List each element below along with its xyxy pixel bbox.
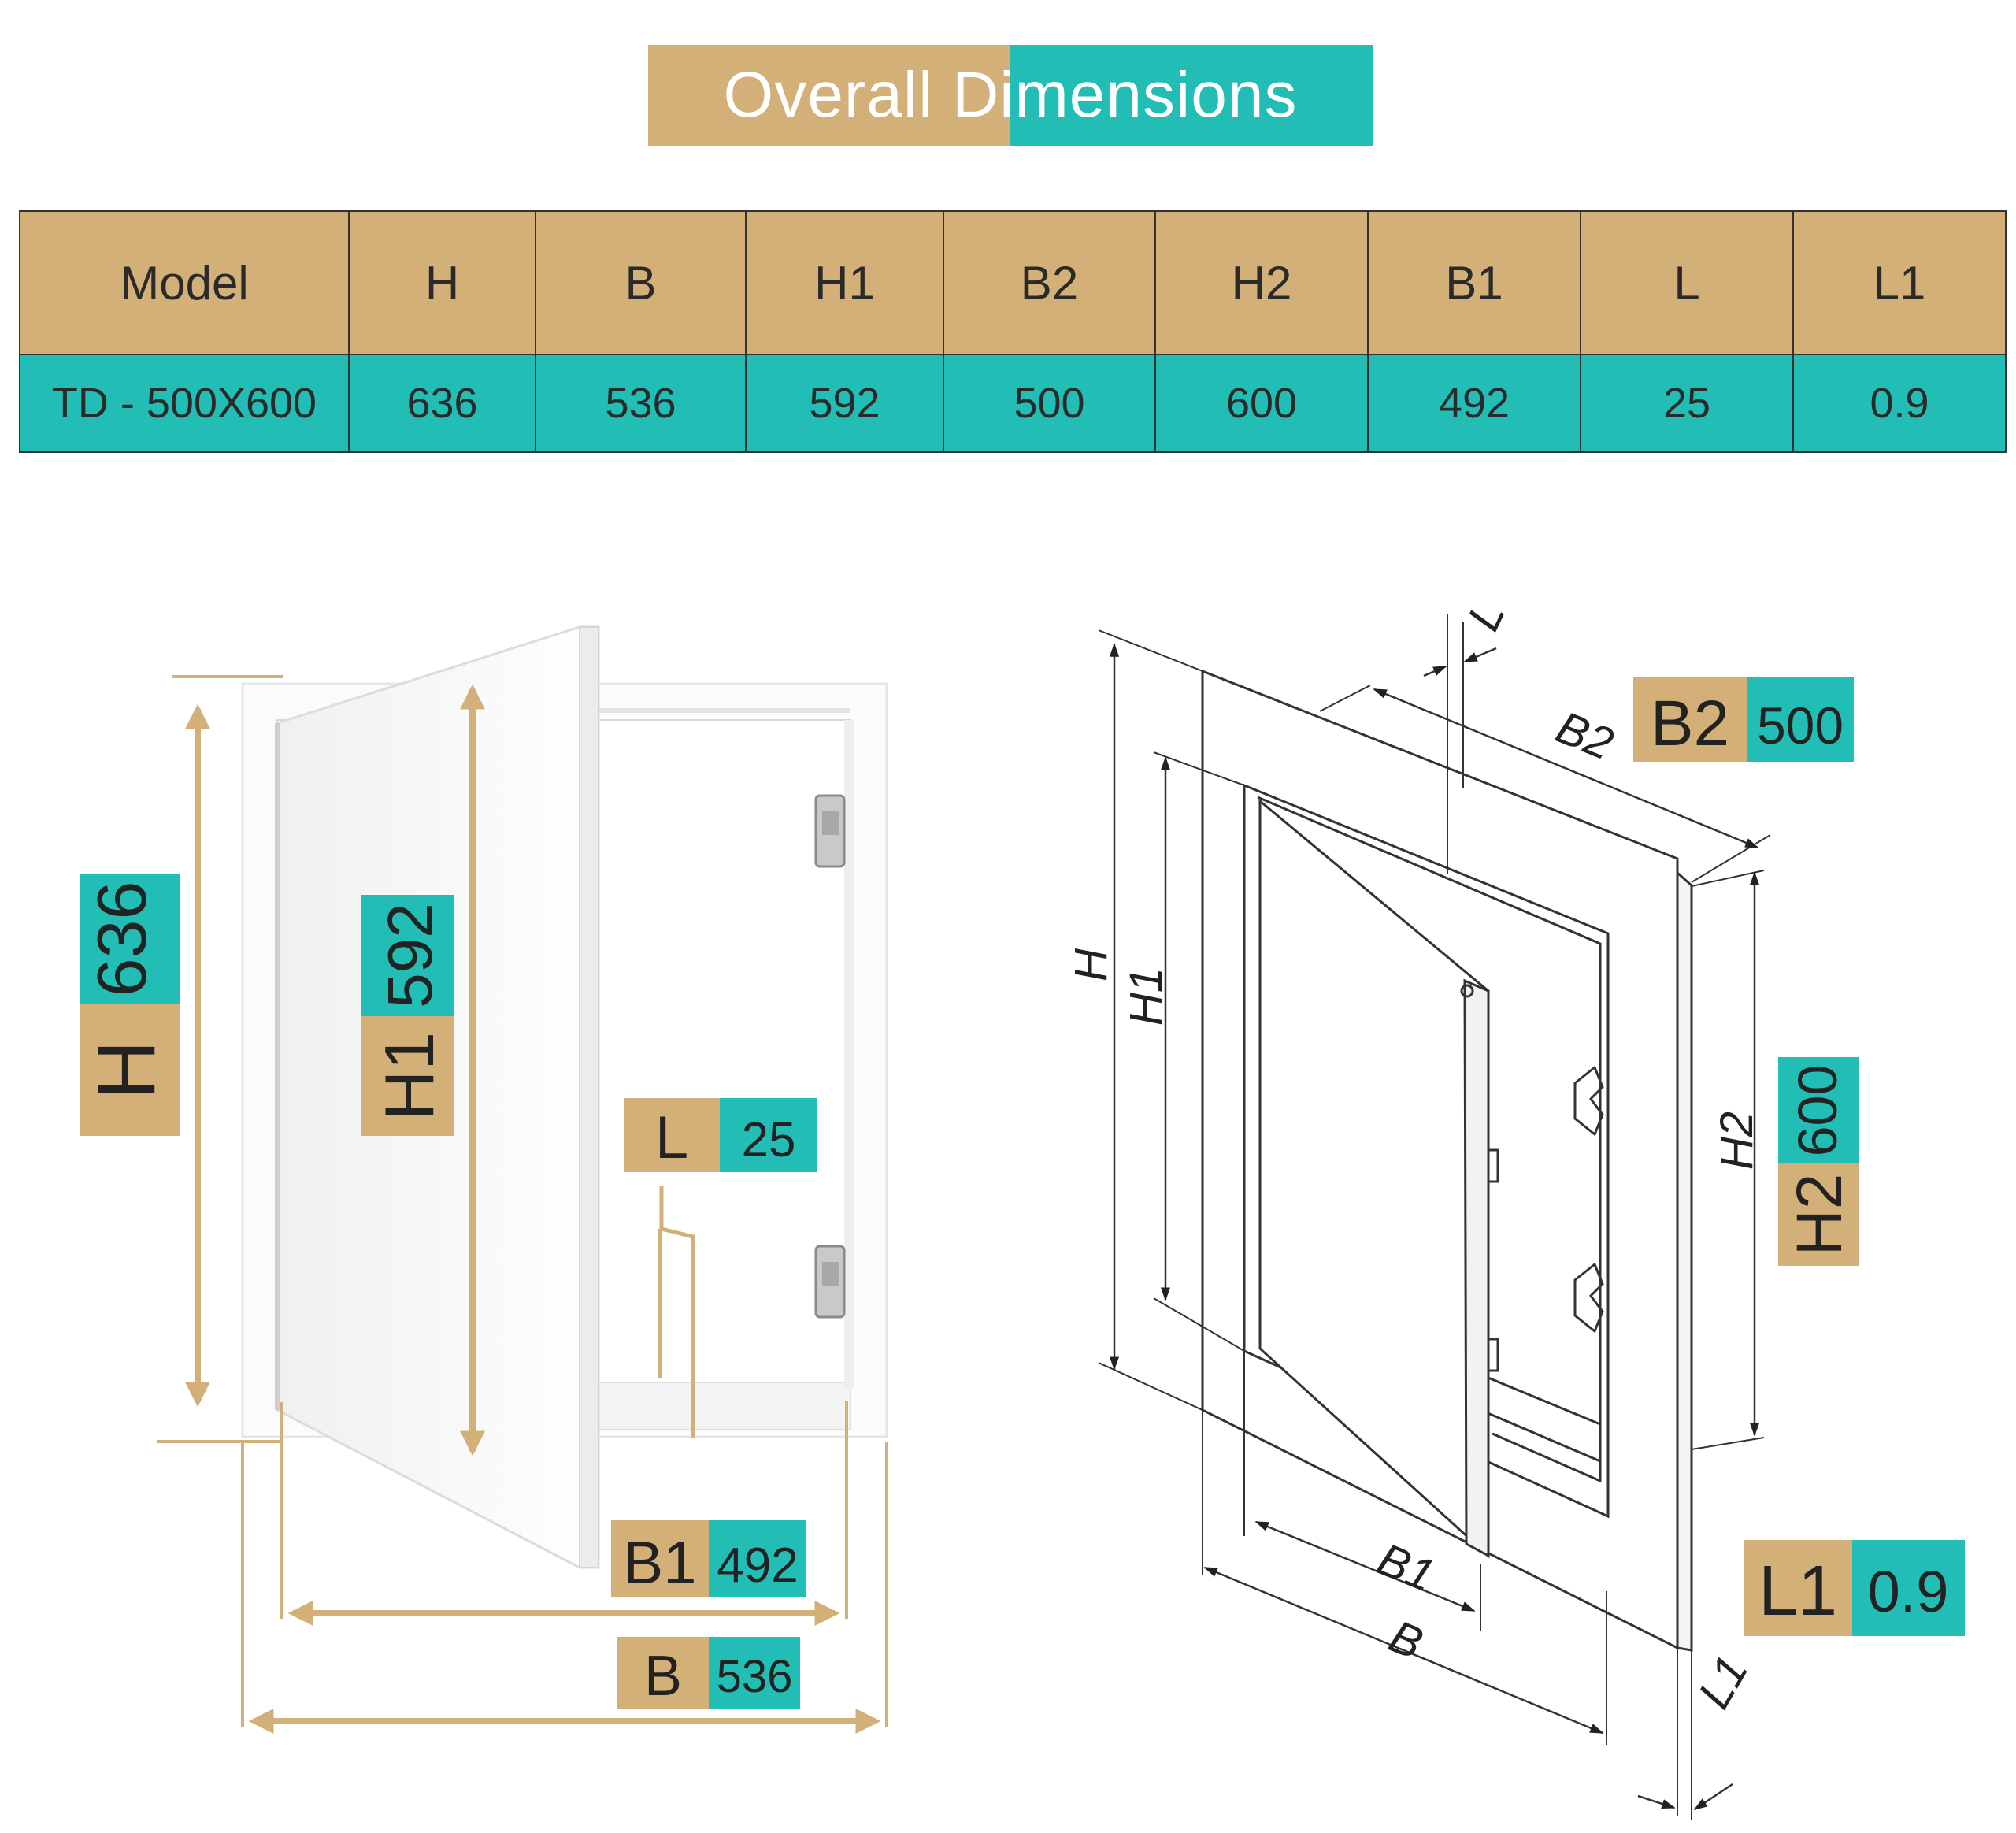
cell-h1: 592 [745,354,944,453]
l-leader [659,1186,695,1438]
drawing-latch-bottom [1573,1262,1604,1334]
drawing-label-h: H [1065,948,1117,981]
badge-b1-value: 492 [717,1538,798,1593]
drawing-label-b2: B2 [1549,701,1620,770]
badge-h2-value: 600 [1787,1065,1848,1157]
drawing-label-b: B [1382,1611,1429,1670]
table-row: TD - 500X600 636 536 592 500 600 492 25 … [19,354,2007,453]
badge-b1-label: B1 [624,1530,697,1597]
badge-h-value: 636 [83,881,161,997]
badge-b1: B1 492 [611,1520,806,1597]
dimensions-table: Model H B H1 B2 H2 B1 L L1 TD - 500X600 … [19,210,2007,453]
title-banner: Overall Dimensions [648,45,1373,146]
badge-b-value: 536 [717,1651,793,1702]
header-b2: B2 [943,210,1156,355]
drawing-b2-line [1373,688,1759,849]
hinge-bottom [814,1245,846,1319]
badge-b2: B2 500 [1633,677,1854,762]
frame-right-edge [844,720,854,1388]
cell-model: TD - 500X600 [19,354,350,453]
badge-h1: 592 H1 [361,895,454,1136]
badge-b-label: B [644,1645,682,1708]
cell-h2: 600 [1154,354,1369,453]
badge-h1-value: 592 [375,903,445,1007]
drawing-b-line [1203,1566,1604,1735]
badge-b2-label: B2 [1651,688,1729,759]
cell-l1: 0.9 [1792,354,2007,453]
drawing-b1-line [1254,1520,1476,1612]
badge-h2: 600 H2 [1778,1057,1859,1266]
drawing-label-b1: B1 [1370,1533,1441,1601]
header-h2: H2 [1154,210,1369,355]
header-h: H [348,210,536,355]
page-title: Overall Dimensions [723,59,1298,131]
badge-b2-value: 500 [1757,696,1844,755]
badge-h2-label: H2 [1784,1174,1855,1256]
cell-b2: 500 [943,354,1156,453]
badge-l1: L1 0.9 [1744,1540,1965,1636]
header-model: Model [19,210,350,355]
badge-h1-label: H1 [370,1032,448,1121]
badge-b: B 536 [617,1637,800,1709]
badge-l-value: 25 [742,1113,796,1167]
drawing-latch-top [1573,1065,1604,1137]
badge-l-label: L [655,1104,688,1171]
hinge-top [814,794,846,868]
drawing-label-h1: H1 [1121,967,1172,1026]
table-header-row: Model H B H1 B2 H2 B1 L L1 [19,210,2007,355]
badge-h-label: H [81,1040,172,1099]
header-b1: B1 [1367,210,1581,355]
hatch-technical-drawing [1098,614,1771,1820]
cell-b1: 492 [1367,354,1581,453]
header-l1: L1 [1792,210,2007,355]
header-l: L [1580,210,1794,355]
cell-l: 25 [1580,354,1794,453]
badge-l1-value: 0.9 [1868,1559,1949,1624]
cell-b: 536 [535,354,747,453]
badge-l: L 25 [624,1098,817,1172]
badge-h: 636 H [80,874,180,1136]
drawing-label-h2: H2 [1711,1111,1762,1170]
drawing-label-l: L [1458,593,1515,638]
cell-h: 636 [348,354,536,453]
drawing-label-l1: L1 [1688,1647,1758,1716]
door-edge [579,626,599,1568]
header-b: B [535,210,747,355]
header-h1: H1 [745,210,944,355]
badge-l1-label: L1 [1758,1552,1837,1631]
